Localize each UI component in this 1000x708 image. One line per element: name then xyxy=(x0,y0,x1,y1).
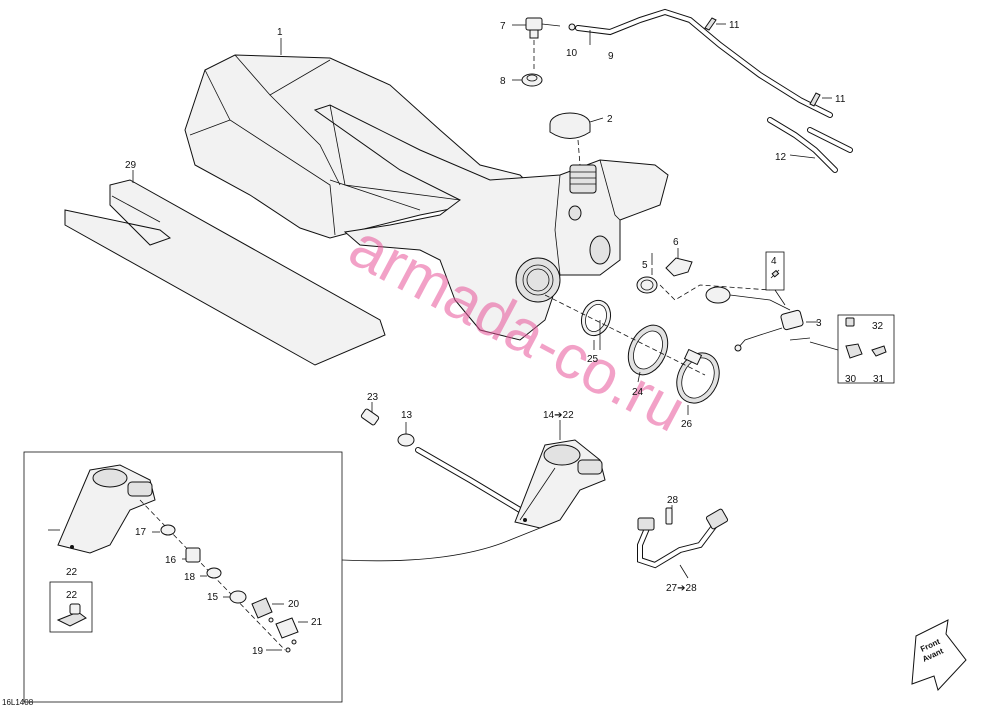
callout-27-28: 27➔28 xyxy=(666,583,697,594)
drawing-code: 16L1408 xyxy=(2,698,34,707)
callout-18: 18 xyxy=(184,572,196,583)
part-2-fuel-cap xyxy=(549,112,604,166)
callout-31: 31 xyxy=(873,374,885,385)
callout-17: 17 xyxy=(135,527,147,538)
callout-9: 9 xyxy=(608,51,614,62)
parts-30-31-32-box xyxy=(809,314,895,384)
part-6-gasket xyxy=(665,248,693,277)
callout-7: 7 xyxy=(500,21,506,32)
callout-14-22: 14➔22 xyxy=(543,410,574,421)
callout-16: 16 xyxy=(165,555,177,566)
front-arrow-icon xyxy=(911,619,967,691)
part-9-vent-hose xyxy=(575,8,833,118)
callout-6: 6 xyxy=(673,237,679,248)
callout-22-detail: 22 xyxy=(66,567,78,578)
callout-2: 2 xyxy=(607,114,613,125)
part-5-seal xyxy=(636,268,658,294)
callout-30: 30 xyxy=(845,374,857,385)
sender-link-line xyxy=(659,284,771,301)
callout-15: 15 xyxy=(207,592,219,603)
part-7-vent-valve xyxy=(512,17,576,70)
part-8-grommet xyxy=(512,73,543,87)
part-25-o-ring xyxy=(580,299,612,350)
callout-11-top: 11 xyxy=(729,20,740,31)
callout-21: 21 xyxy=(311,617,323,628)
pump-axis-line xyxy=(544,294,706,376)
callout-32: 32 xyxy=(872,321,884,332)
part-4-screw-box xyxy=(765,251,786,306)
callout-1: 1 xyxy=(277,27,283,38)
callout-3: 3 xyxy=(816,318,822,329)
part-29-pad xyxy=(64,179,386,366)
callout-5: 5 xyxy=(642,260,648,271)
part-26-clamp xyxy=(676,348,720,415)
part-24-lock-ring xyxy=(627,324,669,383)
callout-19: 19 xyxy=(252,646,264,657)
part-14-22-fuel-pump xyxy=(514,420,606,529)
part-3-fuel-sender xyxy=(705,286,818,352)
callout-13: 13 xyxy=(401,410,413,421)
part-13-grommet xyxy=(397,422,415,447)
part-27-28-outlet-hose xyxy=(637,505,729,579)
part-11-clips xyxy=(704,17,832,107)
detail-pump-cutaway xyxy=(48,464,156,554)
callout-28: 28 xyxy=(667,495,679,506)
part-23-fitting xyxy=(360,402,380,426)
callout-11-mid: 11 xyxy=(835,94,846,105)
callout-29: 29 xyxy=(125,160,137,171)
callout-23: 23 xyxy=(367,392,379,403)
fuel-tank-body xyxy=(313,104,669,341)
part-22-inset-box xyxy=(49,581,93,633)
leader-lines xyxy=(132,38,653,350)
callout-22-inset: 22 xyxy=(66,590,78,601)
callout-10: 10 xyxy=(566,48,578,59)
detail-box xyxy=(23,451,541,703)
callout-4: 4 xyxy=(771,256,777,267)
callout-24: 24 xyxy=(632,387,644,398)
detail-exploded-parts xyxy=(139,499,308,653)
callout-8: 8 xyxy=(500,76,506,87)
callout-26: 26 xyxy=(681,419,693,430)
callout-25: 25 xyxy=(587,354,599,365)
part-12-vent-hose xyxy=(767,117,853,173)
callout-20: 20 xyxy=(288,599,300,610)
callout-12: 12 xyxy=(775,152,787,163)
